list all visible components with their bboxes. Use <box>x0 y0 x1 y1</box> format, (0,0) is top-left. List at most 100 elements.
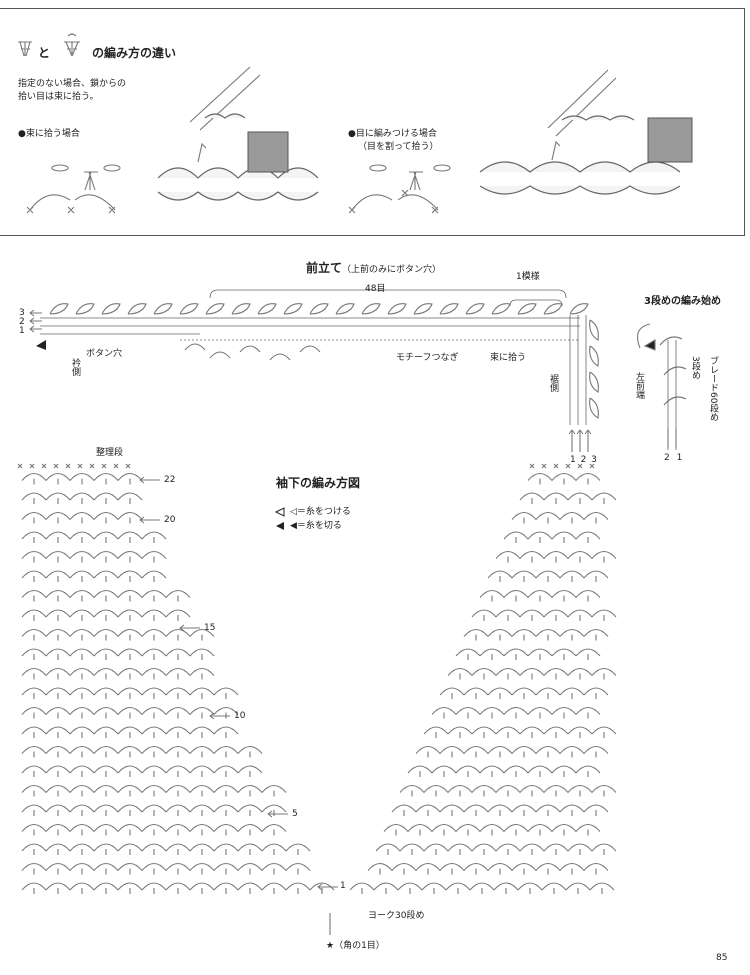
fan-stitch <box>565 882 591 891</box>
fan-stitch <box>141 804 167 813</box>
fan-stitch <box>45 648 71 657</box>
hem-side-label: 裾側 <box>548 374 558 392</box>
finish-x-stitch <box>113 463 119 469</box>
finish-x-stitch <box>529 463 535 469</box>
fan-stitch <box>117 589 143 598</box>
fan-stitch <box>93 472 119 481</box>
row-label-3: 3 <box>19 308 25 318</box>
fan-stitch <box>583 804 609 813</box>
fan-stitch <box>21 628 47 637</box>
finish-x-stitch <box>589 463 595 469</box>
fan-stitch <box>45 667 71 676</box>
fan-stitch <box>591 550 617 559</box>
fan-stitch <box>93 765 119 774</box>
fan-stitch <box>519 609 545 618</box>
fan-stitch <box>21 531 47 540</box>
fan-stitch <box>399 843 425 852</box>
fan-stitch <box>189 804 215 813</box>
fan-stitch <box>93 667 119 676</box>
fan-stitch <box>141 687 167 696</box>
fan-stitch <box>471 843 497 852</box>
fan-stitch <box>479 589 505 598</box>
fan-stitch <box>21 550 47 559</box>
fan-stitch <box>69 492 95 501</box>
fan-stitch <box>117 472 143 481</box>
fan-stitch <box>117 550 143 559</box>
fan-stitch <box>165 745 191 754</box>
fan-stitch <box>237 862 263 871</box>
fan-stitch <box>21 862 47 871</box>
fan-stitch <box>69 570 95 579</box>
braid-label: ブレード60段め <box>708 356 718 422</box>
fan-stitch <box>213 687 239 696</box>
fan-stitch <box>93 882 119 891</box>
fan-stitch <box>373 882 399 891</box>
fan-stitch <box>431 765 457 774</box>
band-leaf-stitch <box>335 303 355 315</box>
fan-stitch <box>165 706 191 715</box>
fan-stitch <box>93 589 119 598</box>
yoke-row-label: ヨーク30段め <box>368 911 425 921</box>
fan-stitch <box>69 609 95 618</box>
fan-stitch <box>189 784 215 793</box>
fan-stitch <box>423 726 449 735</box>
fan-stitch <box>93 726 119 735</box>
fan-stitch <box>45 726 71 735</box>
finish-x-stitch <box>65 463 71 469</box>
front-band-chart <box>29 289 599 452</box>
fan-stitch <box>495 609 521 618</box>
fan-stitch <box>543 550 569 559</box>
fan-stitch <box>591 492 617 501</box>
fan-stitch <box>261 804 287 813</box>
fan-stitch <box>495 784 521 793</box>
fan-stitch <box>69 765 95 774</box>
fan-stitch <box>165 784 191 793</box>
fan-stitch <box>69 550 95 559</box>
comparison-title: の編み方の違い <box>92 46 177 60</box>
fan-stitch <box>93 531 119 540</box>
band-leaf-stitch <box>283 303 303 315</box>
fan-stitch <box>583 687 609 696</box>
fan-stitch <box>535 862 561 871</box>
fan-stitch <box>447 726 473 735</box>
fan-stitch <box>471 726 497 735</box>
fan-stitch <box>567 550 593 559</box>
fan-stitch <box>589 882 615 891</box>
band-leaf-stitch <box>589 319 599 341</box>
fan-stitch <box>141 667 167 676</box>
fan-stitch <box>261 843 287 852</box>
band-leaf-stitch <box>127 303 147 315</box>
fan-stitch <box>495 667 521 676</box>
fan-stitch <box>527 823 553 832</box>
fan-stitch <box>439 862 465 871</box>
finish-x-stitch <box>101 463 107 469</box>
stitch-pick-illustration <box>479 69 693 195</box>
fan-stitch <box>117 765 143 774</box>
fan-stitch <box>117 687 143 696</box>
fan-stitch <box>463 862 489 871</box>
fan-stitch <box>511 511 537 520</box>
fan-stitch <box>543 784 569 793</box>
fan-stitch <box>567 667 593 676</box>
fan-stitch <box>447 784 473 793</box>
fan-stitch <box>285 843 311 852</box>
fan-stitch <box>93 628 119 637</box>
fan-stitch <box>45 862 71 871</box>
fan-stitch <box>431 823 457 832</box>
fan-stitch <box>141 706 167 715</box>
band-leaf-stitch <box>49 303 69 315</box>
fan-stitch <box>45 531 71 540</box>
fan-stitch <box>551 765 577 774</box>
fan-stitch <box>69 784 95 793</box>
fan-stitch <box>21 784 47 793</box>
fan-stitch <box>21 570 47 579</box>
fan-stitch <box>519 492 545 501</box>
fan-stitch <box>189 687 215 696</box>
fan-stitch <box>45 843 71 852</box>
fan-stitch <box>213 823 239 832</box>
fan-stitch <box>503 531 529 540</box>
fan-stitch <box>189 882 215 891</box>
fan-stitch <box>189 843 215 852</box>
fan-stitch <box>213 784 239 793</box>
fan-stitch <box>117 882 143 891</box>
